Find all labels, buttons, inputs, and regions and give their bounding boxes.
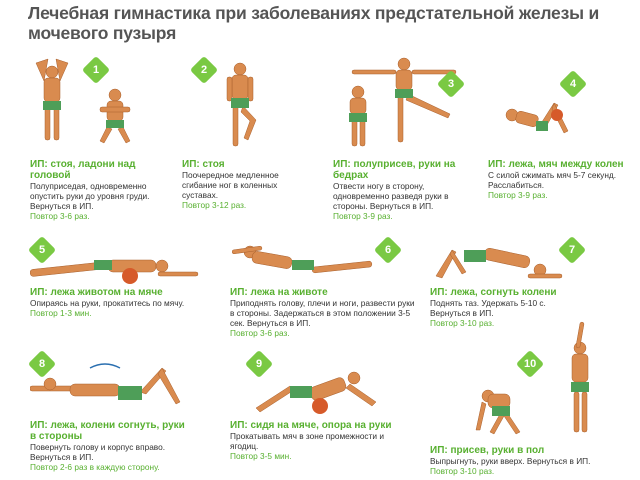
exercise-1-start-position: ИП: стоя, ладони над головой [30, 159, 136, 181]
exercise-3-description: Отвести ногу в сторону, одновременно раз… [333, 181, 449, 211]
exercise-2-figure [226, 62, 257, 147]
exercise-3-caption: ИП: полуприсев, руки на бедрах Отвести н… [333, 159, 478, 221]
exercise-9-caption: ИП: сидя на мяче, опора на руки Прокатыв… [230, 420, 410, 461]
exercise-6-description: Приподнять голову, плечи и ноги, развест… [230, 298, 415, 328]
exercise-9-figure [255, 371, 377, 414]
exercise-1-figure [35, 58, 131, 144]
exercise-2-repeat: Повтор 3-12 раз. [182, 200, 247, 210]
exercise-3-repeat: Повтор 3-9 раз. [333, 211, 393, 221]
exercise-6-start-position: ИП: лежа на животе [230, 287, 328, 298]
exercise-3-start-position: ИП: полуприсев, руки на бедрах [333, 159, 456, 181]
page-title: Лечебная гимнастика при заболеваниях пре… [28, 3, 600, 43]
exercise-8-figure [30, 363, 181, 405]
exercise-4-description: С силой сжимать мяч 5-7 секунд. Расслаби… [488, 170, 617, 190]
exercise-4-figure [505, 102, 569, 134]
exercise-9-start-position: ИП: сидя на мяче, опора на руки [230, 420, 392, 431]
exercise-2-start-position: ИП: стоя [182, 159, 225, 170]
exercise-2-description: Поочередное медленное сгибание ног в кол… [182, 170, 279, 200]
exercise-7-repeat: Повтор 3-10 раз. [430, 318, 495, 328]
exercise-8-repeat: Повтор 2-6 раз в каждую сторону. [30, 462, 160, 472]
exercise-8-description: Повернуть голову и корпус вправо. Вернут… [30, 442, 166, 462]
exercise-5-start-position: ИП: лежа животом на мяче [30, 287, 163, 298]
exercise-6-caption: ИП: лежа на животе Приподнять голову, пл… [230, 287, 415, 338]
exercise-10-description: Выпрыгнуть, руки вверх. Вернуться в ИП. [430, 456, 591, 466]
exercise-1-repeat: Повтор 3-6 раз. [30, 211, 90, 221]
exercise-10-repeat: Повтор 3-10 раз. [430, 466, 495, 476]
exercise-5-description: Опираясь на руки, прокатитесь по мячу. [30, 298, 185, 308]
exercise-5-figure [30, 259, 199, 284]
exercise-6-repeat: Повтор 3-6 раз. [230, 328, 290, 338]
exercise-4-number-badge: 4 [558, 69, 588, 99]
exercise-4-repeat: Повтор 3-9 раз. [488, 190, 548, 200]
exercise-7-caption: ИП: лежа, согнуть колени Поднять таз. Уд… [430, 287, 580, 328]
exercise-5-repeat: Повтор 1-3 мин. [30, 308, 92, 318]
exercise-8-caption: ИП: лежа, колени согнуть, руки в стороны… [30, 420, 190, 472]
exercise-5-caption: ИП: лежа животом на мяче Опираясь на рук… [30, 287, 215, 318]
exercise-9-description: Прокатывать мяч в зоне промежности и яго… [230, 431, 384, 451]
exercise-4-caption: ИП: лежа, мяч между колен С силой сжимат… [488, 159, 628, 200]
exercise-6-figure [232, 245, 373, 274]
exercise-1-caption: ИП: стоя, ладони над головой Полуприседа… [30, 159, 170, 221]
exercise-10-start-position: ИП: присев, руки в пол [430, 445, 545, 456]
exercise-4-start-position: ИП: лежа, мяч между колен [488, 159, 624, 170]
exercise-7-start-position: ИП: лежа, согнуть колени [430, 287, 557, 298]
exercise-7-description: Поднять таз. Удержать 5-10 с. Вернуться … [430, 298, 546, 318]
exercise-9-repeat: Повтор 3-5 мин. [230, 451, 292, 461]
exercise-1-description: Полуприседая, одновременно опустить руки… [30, 181, 150, 211]
exercise-7-figure [435, 248, 563, 279]
exercise-3-figure [349, 57, 457, 147]
exercise-2-caption: ИП: стоя Поочередное медленное сгибание … [182, 159, 302, 210]
exercise-10-figure [475, 321, 589, 435]
exercise-10-caption: ИП: присев, руки в пол Выпрыгнуть, руки … [430, 445, 630, 476]
exercise-8-start-position: ИП: лежа, колени согнуть, руки в стороны [30, 420, 185, 442]
